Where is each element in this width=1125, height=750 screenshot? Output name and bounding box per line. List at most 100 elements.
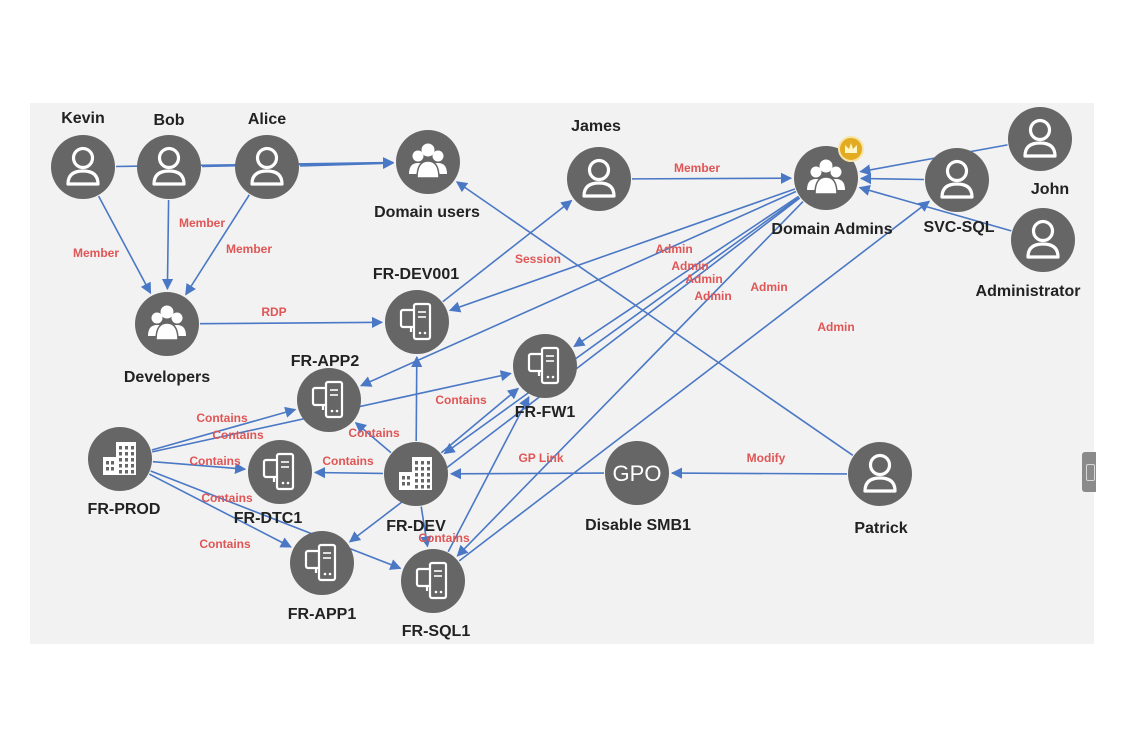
edge-fr_sql1-to-fr_fw1[interactable] [447, 396, 530, 553]
edge-label-fr_dev-to-fr_fw1: Contains [435, 393, 487, 407]
node-alice[interactable]: Alice [235, 111, 299, 199]
user-icon [940, 159, 974, 199]
node-kevin[interactable]: Kevin [51, 110, 115, 199]
node-label: FR-APP2 [291, 353, 360, 370]
edge-domain_admins-to-fr_sql1[interactable] [456, 201, 804, 557]
node-domain-admins[interactable]: Domain Admins [771, 136, 893, 238]
edge-alice-to-domain_users[interactable] [299, 157, 395, 170]
node-fr-app2[interactable]: FR-APP2 [291, 353, 361, 432]
edge-james-to-domain_admins[interactable] [631, 172, 793, 184]
edge-fr_prod-to-fr_app2[interactable] [151, 406, 297, 451]
node-circle[interactable] [605, 441, 669, 505]
node-label: FR-APP1 [288, 606, 357, 623]
node-label: Disable SMB1 [585, 517, 691, 534]
computer-icon [399, 302, 432, 341]
node-fr-prod[interactable]: FR-PROD [88, 427, 161, 518]
edge-gpo-to-fr_dev[interactable] [449, 468, 605, 480]
node-developers[interactable]: Developers [124, 292, 210, 386]
user-icon [66, 146, 100, 186]
svg-text:GPO: GPO [613, 461, 662, 486]
node-svc-sql[interactable]: SVC-SQL [923, 148, 995, 236]
edge-label-james-to-domain_admins: Member [674, 161, 720, 175]
edge-fr_prod-to-fr_app1[interactable] [148, 473, 292, 548]
user-icon [250, 146, 284, 186]
computer-icon [527, 346, 560, 385]
node-fr-dtc1[interactable]: FR-DTC1 [234, 440, 312, 527]
ou-building-icon [103, 442, 136, 475]
edge-fr_dev-to-fr_dtc1[interactable] [313, 467, 384, 479]
edge-domain_admins-to-fr_fw1[interactable] [573, 195, 800, 348]
user-icon [152, 146, 186, 186]
node-fr-dev[interactable]: FR-DEV [384, 442, 448, 535]
edge-fr_dev-to-fr_sql1[interactable] [420, 506, 432, 548]
node-label: James [571, 118, 621, 135]
edge-label-bob-to-developers: Member [179, 216, 225, 230]
node-label: John [1031, 181, 1069, 198]
node-bob[interactable]: Bob [137, 112, 201, 199]
edge-label-fr_prod-to-fr_sql1: Contains [199, 537, 251, 551]
edge-label-kevin-to-developers: Member [73, 246, 119, 260]
edge-alice-to-developers[interactable] [185, 194, 250, 296]
user-icon [582, 158, 616, 198]
edge-administrator-to-domain_admins[interactable] [858, 184, 1012, 232]
node-patrick[interactable]: Patrick [848, 442, 912, 537]
node-james[interactable]: James [567, 118, 631, 211]
edge-domain_admins-to-fr_dev[interactable] [443, 196, 800, 455]
edge-label-gpo-to-fr_dev: GP Link [518, 451, 563, 465]
edge-label-fr_dev-to-fr_app2: Contains [348, 426, 400, 440]
edge-fr_prod-to-fr_sql1[interactable] [150, 470, 402, 570]
node-administrator[interactable]: Administrator [976, 208, 1081, 300]
side-panel-toggle[interactable] [1082, 452, 1096, 492]
ou-building-icon [399, 457, 432, 490]
edge-fr_sql1-to-svc_sql[interactable] [458, 200, 931, 562]
edge-domain_admins-to-fr_app2[interactable] [359, 190, 797, 387]
node-domain-users[interactable]: Domain users [374, 130, 480, 221]
edge-bob-to-developers[interactable] [161, 199, 174, 291]
computer-icon [304, 543, 337, 582]
edge-patrick-to-domain_users[interactable] [455, 181, 854, 456]
node-fr-fw1[interactable]: FR-FW1 [513, 334, 577, 421]
edge-label-domain_admins-to-fr_app2: Admin [685, 272, 722, 286]
edge-label-fr_dev-to-fr_dtc1: Contains [322, 454, 374, 468]
node-label: FR-PROD [88, 501, 161, 518]
edge-label-alice-to-developers: Member [226, 242, 272, 256]
user-icon [1026, 219, 1060, 259]
edge-kevin-to-developers[interactable] [97, 195, 152, 295]
edge-label-developers-to-fr_dev001: RDP [261, 305, 286, 319]
edge-domain_admins-to-fr_dev001[interactable] [448, 188, 796, 313]
node-fr-sql1[interactable]: FR-SQL1 [401, 549, 470, 640]
computer-icon [262, 452, 295, 491]
edge-patrick-to-gpo[interactable] [670, 467, 848, 479]
computer-icon [415, 561, 448, 600]
user-icon [863, 453, 897, 493]
node-label: Domain Admins [771, 221, 892, 238]
node-fr-dev001[interactable]: FR-DEV001 [373, 266, 459, 354]
edge-fr_prod-to-fr_dtc1[interactable] [152, 460, 247, 474]
edge-labels-layer: MemberMemberMemberMemberRDPSessionAdminA… [73, 161, 855, 551]
edge-label-patrick-to-gpo: Modify [747, 451, 786, 465]
node-gpo[interactable]: GPO Disable SMB1 [585, 441, 691, 534]
edge-fr_dev-to-fr_dev001[interactable] [411, 355, 423, 442]
edge-label-fr_dev-to-fr_sql1: Contains [418, 531, 470, 545]
node-label: Bob [153, 112, 184, 129]
edge-fr_dev001-to-james[interactable] [442, 199, 573, 303]
edge-label-fr_prod-to-fr_fw1: Contains [212, 428, 264, 442]
edge-label-domain_admins-to-fr_fw1: Admin [671, 259, 708, 273]
edge-label-fr_prod-to-fr_app1: Contains [201, 491, 253, 505]
node-john[interactable]: John [1008, 107, 1072, 198]
edge-label-fr_sql1-to-svc_sql: Admin [817, 320, 854, 334]
computer-icon [311, 380, 344, 419]
group-icon [807, 159, 845, 195]
node-label: FR-FW1 [515, 404, 576, 421]
node-label: Administrator [976, 283, 1081, 300]
node-label: FR-DEV [386, 518, 446, 535]
node-fr-app1[interactable]: FR-APP1 [288, 531, 357, 623]
edge-svc_sql-to-domain_admins[interactable] [859, 173, 925, 185]
edge-developers-to-fr_dev001[interactable] [199, 316, 384, 328]
gpo-icon: GPO [613, 461, 662, 486]
edge-fr_dev-to-fr_fw1[interactable] [440, 387, 520, 454]
edge-label-fr_prod-to-fr_dtc1: Contains [189, 454, 241, 468]
edge-fr_dev-to-fr_app2[interactable] [354, 421, 392, 454]
